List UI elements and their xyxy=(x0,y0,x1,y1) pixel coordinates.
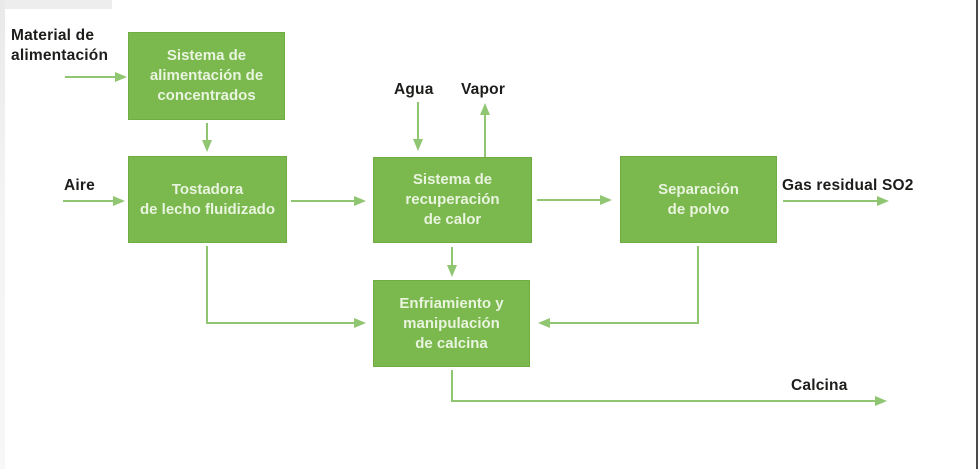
box-dust-separation: Separación de polvo xyxy=(620,156,777,243)
box-calcine-handling: Enfriamiento y manipulación de calcina xyxy=(373,280,530,367)
arrow-roaster-to-handling xyxy=(206,246,366,328)
label-offgas: Gas residual SO2 xyxy=(782,177,914,194)
left-edge-shade xyxy=(0,0,5,469)
box-heat-recovery: Sistema de recuperación de calor xyxy=(373,157,532,243)
label-calcine: Calcina xyxy=(791,377,848,394)
label-water: Agua xyxy=(394,81,434,98)
box-roaster: Tostadora de lecho fluidizado xyxy=(128,156,287,243)
label-steam: Vapor xyxy=(461,81,506,98)
window-right-edge xyxy=(976,0,978,469)
arrow-dust-to-handling xyxy=(538,246,699,328)
top-edge-shade xyxy=(0,0,112,9)
box-feed-system: Sistema de alimentación de concentrados xyxy=(128,32,285,120)
label-feed-material: Material de alimentación xyxy=(11,27,109,64)
arrow-calcine-out xyxy=(451,370,887,406)
label-air: Aire xyxy=(64,177,95,194)
